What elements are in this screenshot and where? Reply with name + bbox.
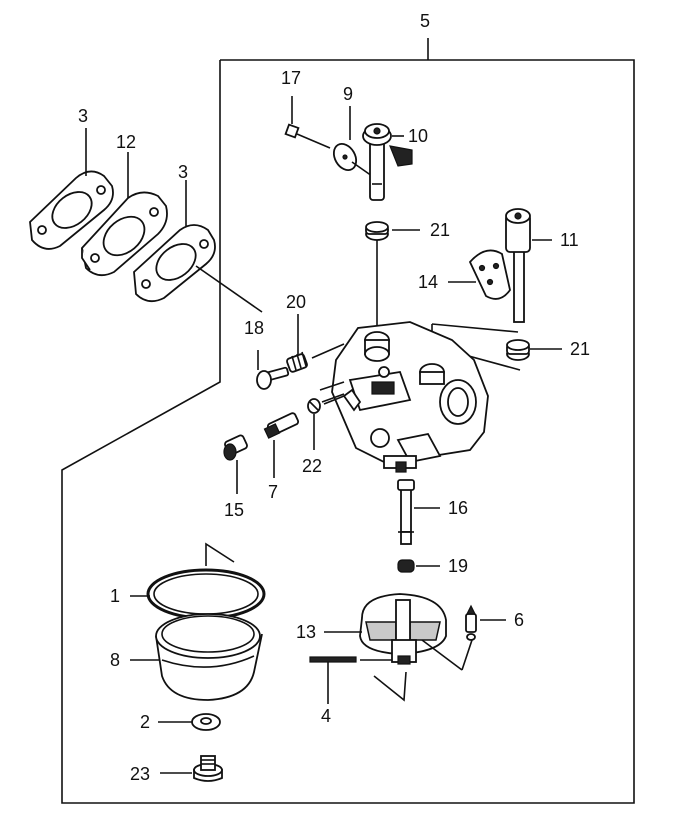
callout-8[interactable]: 8 <box>110 650 120 670</box>
throttle-shaft-10[interactable] <box>362 123 413 201</box>
callout-20[interactable]: 20 <box>286 292 306 312</box>
screw-17[interactable] <box>284 123 331 149</box>
callout-6[interactable]: 6 <box>514 610 524 630</box>
callout-3b[interactable]: 3 <box>178 162 188 182</box>
choke-plate-14[interactable] <box>468 249 511 300</box>
callout-14[interactable]: 14 <box>418 272 438 292</box>
bowl-gasket-1[interactable] <box>146 568 266 620</box>
callout-12[interactable]: 12 <box>116 132 136 152</box>
callout-17[interactable]: 17 <box>281 68 301 88</box>
callout-1[interactable]: 1 <box>110 586 120 606</box>
callout-22[interactable]: 22 <box>302 456 322 476</box>
gasket-3-right[interactable] <box>133 224 216 303</box>
seal-21-upper[interactable] <box>365 221 389 241</box>
float-pin-16[interactable] <box>397 479 415 545</box>
callout-11[interactable]: 11 <box>560 230 579 250</box>
main-jet-7[interactable] <box>263 412 300 439</box>
callout-15[interactable]: 15 <box>224 500 244 520</box>
callout-21b[interactable]: 21 <box>570 339 590 359</box>
carburetor-body[interactable] <box>331 321 489 473</box>
callout-3a[interactable]: 3 <box>78 106 88 126</box>
washer-2[interactable] <box>191 713 221 731</box>
spring-19[interactable] <box>397 559 415 573</box>
callout-23[interactable]: 23 <box>130 764 150 784</box>
float-bowl-8[interactable] <box>155 613 263 701</box>
spring-20[interactable] <box>286 351 308 373</box>
float-13[interactable] <box>359 593 447 665</box>
callout-18[interactable]: 18 <box>244 318 264 338</box>
nozzle-15[interactable] <box>223 434 248 461</box>
needle-valve-6[interactable] <box>465 604 477 641</box>
assembly-boundary <box>61 59 635 804</box>
seal-21-lower[interactable] <box>506 339 530 361</box>
callout-19[interactable]: 19 <box>448 556 468 576</box>
pilot-screw-18[interactable] <box>256 366 290 390</box>
insulator-12[interactable] <box>81 191 168 277</box>
callout-5[interactable]: 5 <box>420 11 430 31</box>
bowl-bolt-23[interactable] <box>193 755 223 782</box>
callout-13[interactable]: 13 <box>296 622 316 642</box>
choke-shaft-11[interactable] <box>505 208 531 323</box>
gasket-3-left[interactable] <box>29 170 114 250</box>
callout-21a[interactable]: 21 <box>430 220 450 240</box>
callout-7[interactable]: 7 <box>268 482 278 502</box>
leader-gasket-to-18 <box>195 265 263 313</box>
float-axis-bracket <box>373 671 407 702</box>
callout-9[interactable]: 9 <box>343 84 353 104</box>
o-ring-22[interactable] <box>307 398 321 414</box>
gasket-axis <box>205 542 235 566</box>
callout-16[interactable]: 16 <box>448 498 468 518</box>
float-pin-4[interactable] <box>309 656 357 663</box>
callout-2[interactable]: 2 <box>140 712 150 732</box>
throttle-plate-9[interactable] <box>329 140 373 177</box>
callout-4[interactable]: 4 <box>321 706 331 726</box>
callout-10[interactable]: 10 <box>408 126 428 146</box>
